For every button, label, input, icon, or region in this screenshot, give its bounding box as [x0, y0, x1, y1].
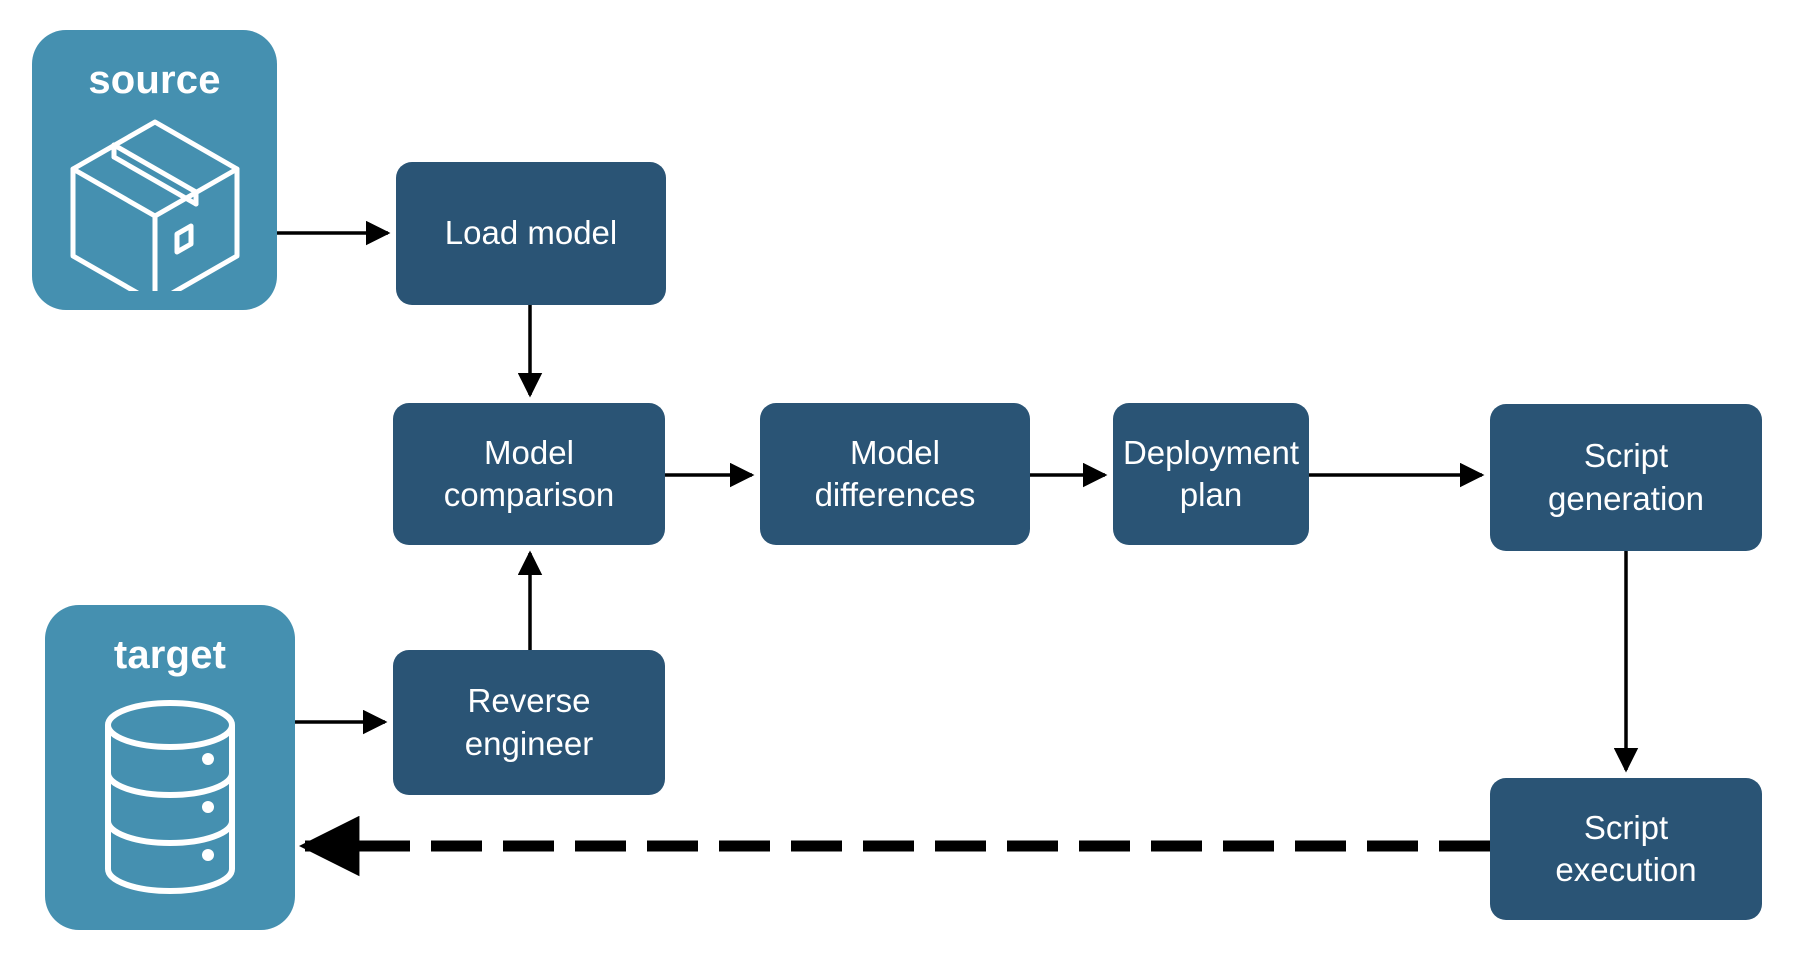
process-model-differences-label: Model differences — [814, 433, 976, 513]
database-cylinder-icon — [94, 697, 246, 902]
endpoint-target-label: target — [113, 633, 227, 677]
endpoint-source-label: source — [88, 58, 221, 102]
process-script-generation-label: Script generation — [1548, 437, 1704, 517]
endpoint-target[interactable]: target — [45, 605, 295, 930]
process-reverse-engineer[interactable]: Reverse engineer — [393, 650, 665, 795]
process-deployment-plan[interactable]: Deployment plan — [1113, 403, 1309, 545]
process-script-execution[interactable]: Script execution — [1490, 778, 1762, 920]
process-deployment-plan-label: Deployment plan — [1122, 433, 1300, 513]
process-script-generation[interactable]: Script generation — [1490, 404, 1762, 551]
process-model-differences[interactable]: Model differences — [760, 403, 1030, 545]
process-load-model[interactable]: Load model — [396, 162, 666, 305]
process-model-comparison[interactable]: Model comparison — [393, 403, 665, 545]
package-box-icon — [65, 116, 245, 306]
process-load-model-label: Load model — [444, 214, 618, 252]
endpoint-source[interactable]: source — [32, 30, 277, 310]
process-reverse-engineer-label: Reverse engineer — [464, 682, 594, 762]
process-script-execution-label: Script execution — [1555, 808, 1697, 888]
process-model-comparison-label: Model comparison — [443, 433, 615, 513]
